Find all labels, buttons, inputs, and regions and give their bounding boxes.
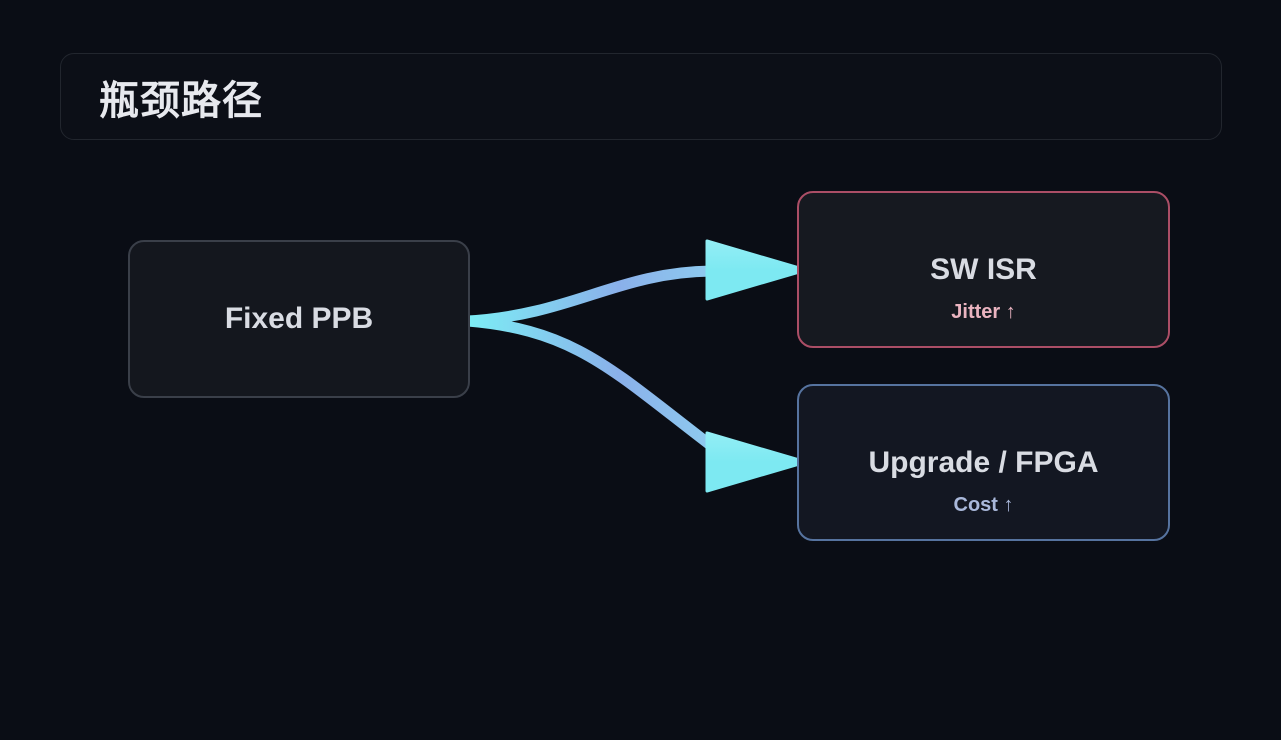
node-fixed-ppb-label: Fixed PPB bbox=[224, 302, 374, 335]
arrowhead-upgrade-fpga-icon bbox=[705, 431, 808, 493]
node-sw-isr-label: SW ISR bbox=[930, 253, 1037, 286]
node-sw-isr-sublabel: Jitter ↑ bbox=[951, 301, 1016, 323]
node-upgrade-fpga-label: Upgrade / FPGA bbox=[868, 446, 1099, 479]
arrowhead-sw-isr-icon bbox=[705, 239, 808, 301]
node-sw-isr: SW ISR Jitter ↑ bbox=[797, 191, 1170, 348]
node-upgrade-fpga-sublabel: Cost ↑ bbox=[953, 494, 1014, 516]
edge-fixed-ppb-to-sw-isr bbox=[462, 265, 718, 327]
page-title: 瓶颈路径 bbox=[99, 78, 263, 123]
edge-fixed-ppb-to-upgrade-fpga bbox=[462, 315, 715, 450]
node-upgrade-fpga: Upgrade / FPGA Cost ↑ bbox=[797, 384, 1170, 541]
node-fixed-ppb: Fixed PPB bbox=[128, 240, 470, 398]
title-box: 瓶颈路径 bbox=[60, 53, 1222, 140]
